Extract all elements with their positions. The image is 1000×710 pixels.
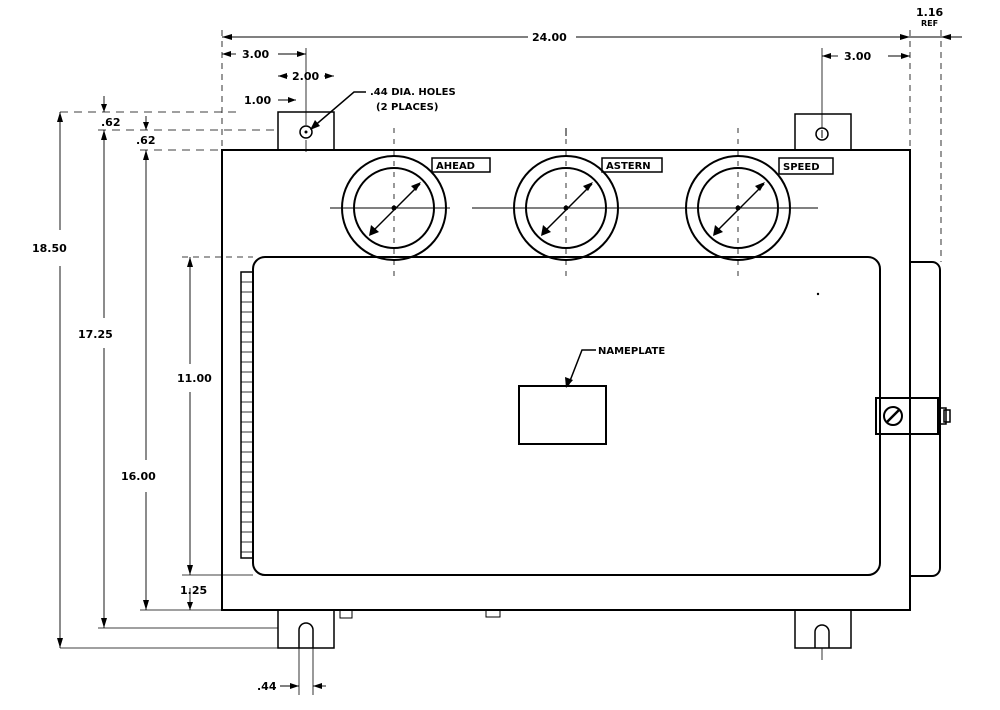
hinge-ticks (241, 281, 253, 553)
holes-callout-line1: .44 DIA. HOLES (370, 87, 456, 98)
dim-height-17-25: 17.25 (78, 328, 113, 341)
latch-knob-slot (886, 409, 900, 423)
latch-block (875, 397, 939, 435)
top-right-lug (794, 113, 852, 151)
dim-door-height: 11.00 (177, 372, 212, 385)
gauge-label-box-ahead (431, 157, 491, 173)
dim-overall-width: 24.00 (532, 31, 567, 44)
top-left-hole-center (304, 130, 308, 134)
nameplate-leader (567, 349, 596, 387)
dim-ref: REF (921, 19, 938, 28)
dim-overall-height: 18.50 (32, 242, 67, 255)
dim-height-16-00: 16.00 (121, 470, 156, 483)
holes-leader (311, 91, 366, 129)
dim-right-lug-offset: 3.00 (844, 50, 871, 63)
dim-hole-offset-y: 1.00 (244, 94, 271, 107)
holes-callout-line2: (2 PLACES) (376, 102, 438, 113)
latch-tab-inner (943, 409, 951, 423)
dim-right-offset: 1.16 (916, 6, 943, 19)
extension-lines (60, 30, 942, 695)
dimension-arrowheads (57, 34, 951, 689)
gauge-label-box-speed (778, 157, 834, 175)
bottom-right-lug (794, 609, 852, 649)
gauge-centerlines (330, 128, 818, 282)
latch-knob (883, 406, 903, 426)
dim-top-right-62: .62 (136, 134, 156, 147)
dim-slot-width: .44 (257, 680, 277, 693)
dim-top-left-62: .62 (101, 116, 121, 129)
dim-left-offset: 3.00 (242, 48, 269, 61)
hinge-strip (240, 271, 254, 559)
gauge-label-box-astern (601, 157, 663, 173)
bottom-right-slot (814, 624, 830, 648)
gauge-label-speed: SPEED (783, 162, 820, 173)
nameplate-box (518, 385, 607, 445)
gauge-label-ahead: AHEAD (436, 161, 475, 172)
nameplate-label: NAMEPLATE (598, 346, 665, 357)
top-left-hole (299, 125, 313, 139)
dim-bottom-gap: 1.25 (180, 584, 207, 597)
right-side-extension (910, 261, 941, 577)
dim-hole-offset-x: 2.00 (292, 70, 319, 83)
bottom-fitting-mid (485, 609, 501, 618)
bottom-fitting-left (339, 609, 353, 619)
bottom-left-lug (277, 609, 335, 649)
gauge-label-astern: ASTERN (606, 161, 651, 172)
door-panel (252, 256, 881, 576)
bottom-left-slot (298, 622, 314, 648)
door-mark (816, 292, 820, 296)
latch-tab-outer (937, 407, 947, 425)
nameplate-arrowhead (565, 377, 573, 388)
holes-leader-arrowhead (310, 120, 320, 130)
